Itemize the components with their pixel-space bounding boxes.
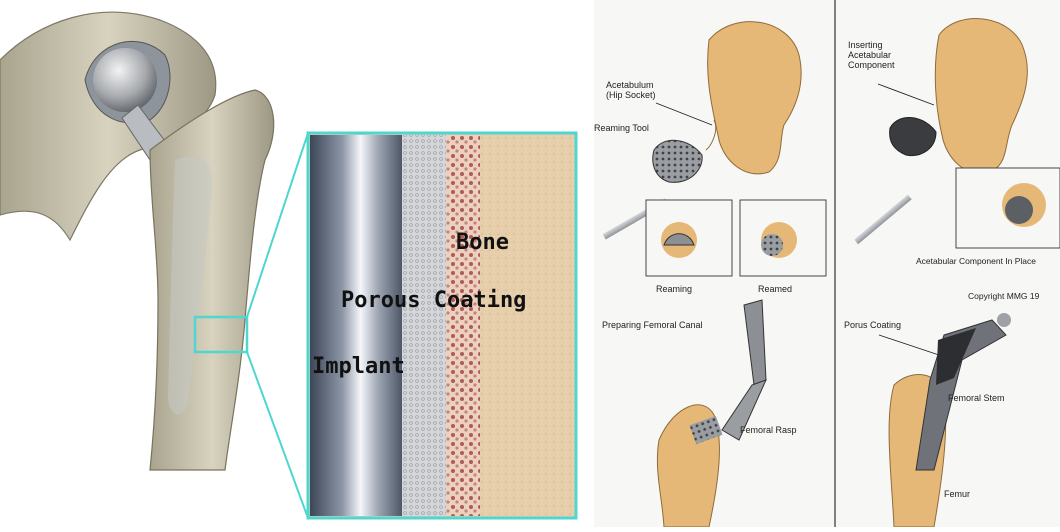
label-femur: Femur: [944, 489, 970, 499]
implant-rod: [310, 135, 402, 516]
surgical-steps-panel: Acetabulum (Hip Socket) Reaming Tool Rea…: [594, 0, 1060, 527]
label-porus-coating: Porus Coating: [844, 320, 901, 330]
label-porous-coating: Porous Coating: [341, 288, 526, 313]
label-inserting: Inserting Acetabular Component: [848, 40, 895, 70]
label-inserting-l3: Component: [848, 60, 895, 70]
label-bone: Bone: [456, 230, 509, 255]
implant-illustration: Bone Porous Coating Implant: [0, 0, 590, 527]
label-implant: Implant: [312, 354, 405, 379]
pelvis-bone-2: [935, 19, 1027, 174]
label-acetabulum-l2: (Hip Socket): [606, 90, 656, 100]
label-acetabulum: Acetabulum (Hip Socket): [606, 80, 656, 100]
surgical-steps-diagram: Acetabulum (Hip Socket) Reaming Tool Rea…: [594, 0, 1060, 527]
bone-interface: [446, 135, 480, 516]
acetabular-component-dome: [890, 117, 936, 155]
magnify-connector-bottom: [247, 352, 308, 518]
label-inserting-l1: Inserting: [848, 40, 883, 50]
femur-shape: [150, 90, 274, 470]
label-acetabular-in-place: Acetabular Component In Place: [916, 256, 1036, 266]
label-acetabulum-l1: Acetabulum: [606, 80, 654, 90]
femoral-head-ball: [93, 48, 157, 112]
label-preparing-femoral-canal: Preparing Femoral Canal: [602, 320, 703, 330]
implant-illustration-panel: Bone Porous Coating Implant: [0, 0, 590, 527]
femoral-rasp-handle: [744, 300, 766, 385]
label-femoral-stem: Femoral Stem: [948, 393, 1005, 403]
reaming-tool-head: [653, 140, 702, 182]
magnified-inset: Bone Porous Coating Implant: [308, 133, 576, 518]
porous-mesh: [402, 135, 446, 516]
label-femoral-rasp: Femoral Rasp: [740, 425, 797, 435]
label-inserting-l2: Acetabular: [848, 50, 891, 60]
label-reaming-tool: Reaming Tool: [594, 123, 649, 133]
label-reamed: Reamed: [758, 284, 792, 294]
inserter-shaft: [854, 195, 911, 245]
label-copyright: Copyright MMG 19: [968, 291, 1040, 301]
pelvis-bone-1: [708, 22, 801, 174]
label-reaming: Reaming: [656, 284, 692, 294]
